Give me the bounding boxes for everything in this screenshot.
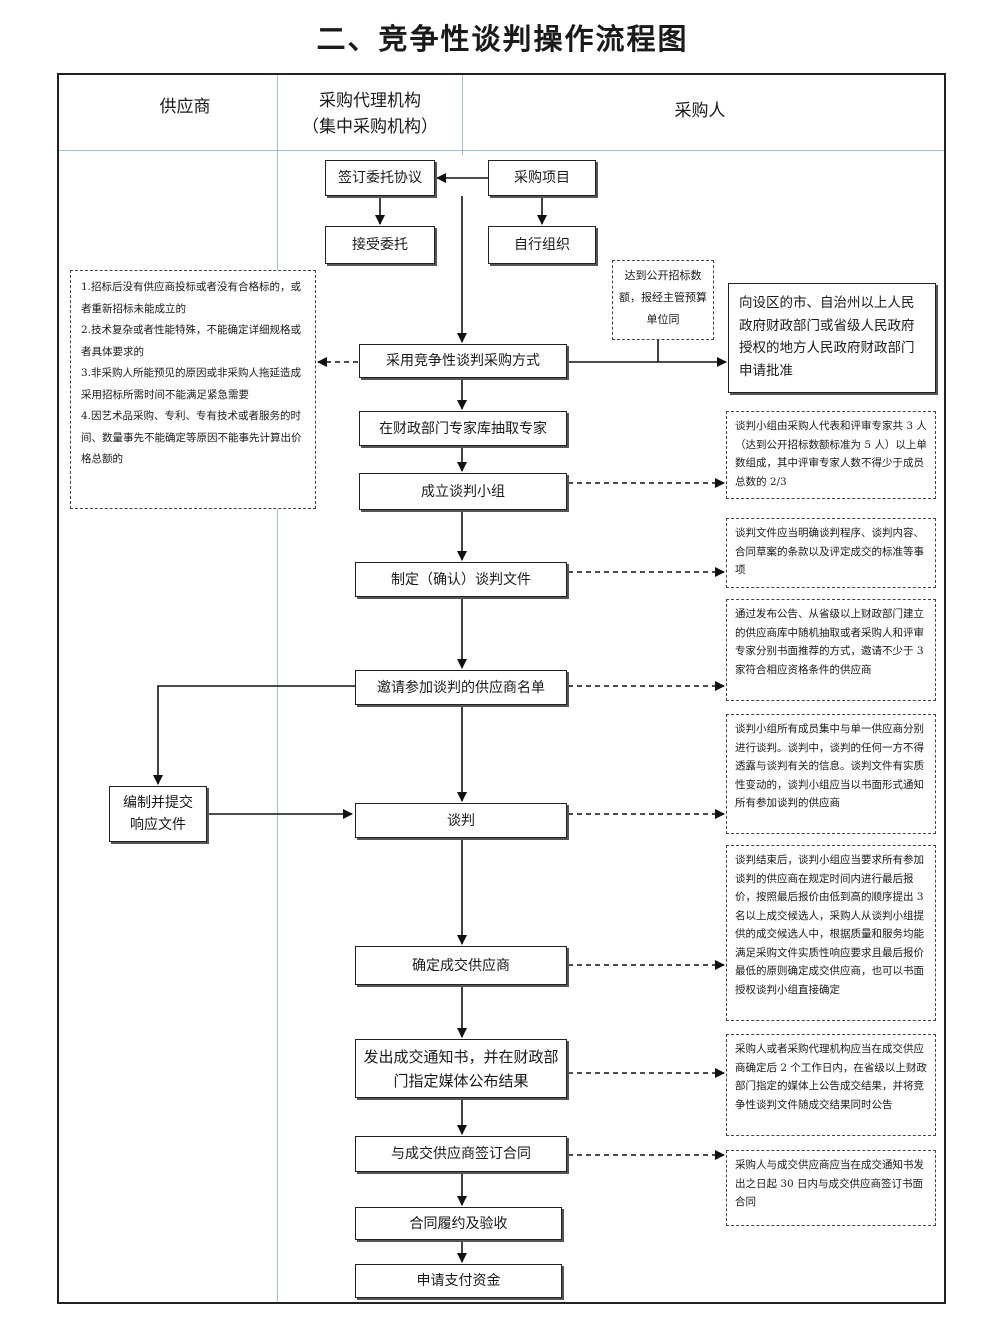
sign-agreement-box: 签订委托协议	[325, 160, 435, 196]
issue-notice-line1: 发出成交通知书，并在财政部	[363, 1047, 559, 1066]
issue-notice-box: 发出成交通知书，并在财政部 门指定媒体公布结果	[355, 1039, 567, 1098]
draw-experts-box: 在财政部门专家库抽取专家	[359, 411, 567, 446]
invite-suppliers-box: 邀请参加谈判的供应商名单	[355, 670, 567, 705]
fulfill-contract-box: 合同履约及验收	[355, 1207, 562, 1240]
accept-commission-box: 接受委托	[325, 226, 435, 264]
make-documents-box: 制定（确认）谈判文件	[355, 562, 567, 597]
determine-supplier-box: 确定成交供应商	[355, 946, 567, 985]
lane-header-agency-line1: 采购代理机构	[319, 91, 421, 111]
lane-header-agency: 采购代理机构 （集中采购机构）	[280, 88, 460, 140]
lane-header-agency-line2: （集中采购机构）	[302, 117, 438, 137]
determine-note: 谈判结束后，谈判小组应当要求所有参加谈判的供应商在规定时间内进行最后报价，按照最…	[726, 845, 936, 1021]
negotiate-box: 谈判	[355, 803, 567, 838]
self-organize-box: 自行组织	[488, 226, 596, 264]
lane-header-divider	[59, 150, 944, 151]
condition-item-2: 2.技术复杂或者性能特殊，不能确定详细规格或者具体要求的	[81, 324, 302, 358]
condition-item-4: 4.因艺术品采购、专利、专有技术或者服务的时间、数量事先不能确定等原因不能事先计…	[81, 410, 302, 465]
notice-note: 采购人或者采购代理机构应当在成交供应商确定后 2 个工作日内，在省级以上财政部门…	[726, 1034, 936, 1136]
negotiate-note: 谈判小组所有成员集中与单一供应商分别进行谈判。谈判中，谈判的任何一方不得透露与谈…	[726, 714, 936, 834]
conditions-note: 1.招标后没有供应商投标或者没有合格标的，或者重新招标未能成立的 2.技术复杂或…	[70, 270, 316, 509]
lane-header-supplier: 供应商	[159, 97, 211, 117]
lane-divider-supplier-agency	[277, 75, 278, 1302]
condition-item-1: 1.招标后没有供应商投标或者没有合格标的，或者重新招标未能成立的	[81, 281, 302, 315]
issue-notice-line2: 门指定媒体公布结果	[393, 1071, 529, 1090]
page-title: 二、竞争性谈判操作流程图	[316, 22, 689, 56]
prepare-response-label: 编制并提交响应文件	[123, 795, 193, 833]
contract-note: 采购人与成交供应商应当在成交通知书发出之日起 30 日内与成交供应商签订书面合同	[726, 1150, 936, 1226]
threshold-note: 达到公开招标数额，报经主管预算单位同	[612, 260, 714, 340]
group-note: 谈判小组由采购人代表和评审专家共 3 人（达到公开招标数额标准为 5 人）以上单…	[726, 411, 936, 499]
apply-payment-box: 申请支付资金	[355, 1264, 562, 1298]
invite-note: 通过发布公告、从省级以上财政部门建立的供应商库中随机抽取或者采购人和评审专家分别…	[726, 599, 936, 701]
document-note: 谈判文件应当明确谈判程序、谈判内容、合同草案的条款以及评定成交的标准等事项	[726, 518, 936, 588]
form-group-box: 成立谈判小组	[359, 473, 567, 510]
prepare-response-box: 编制并提交响应文件	[109, 786, 207, 842]
condition-item-3: 3.非采购人所能预见的原因或非采购人拖延造成采用招标所需时间不能满足紧急需要	[81, 367, 302, 401]
arrow-invite-to-response	[153, 685, 355, 785]
approval-note: 向设区的市、自治州以上人民政府财政部门或省级人民政府授权的地方人民政府财政部门申…	[728, 283, 936, 393]
lane-header-purchaser: 采购人	[674, 101, 726, 121]
sign-contract-box: 与成交供应商签订合同	[355, 1136, 567, 1172]
adopt-method-box: 采用竞争性谈判采购方式	[359, 344, 567, 378]
lane-divider-agency-purchaser	[462, 75, 463, 155]
purchase-project-box: 采购项目	[488, 160, 596, 196]
flowchart-frame	[57, 73, 946, 1304]
